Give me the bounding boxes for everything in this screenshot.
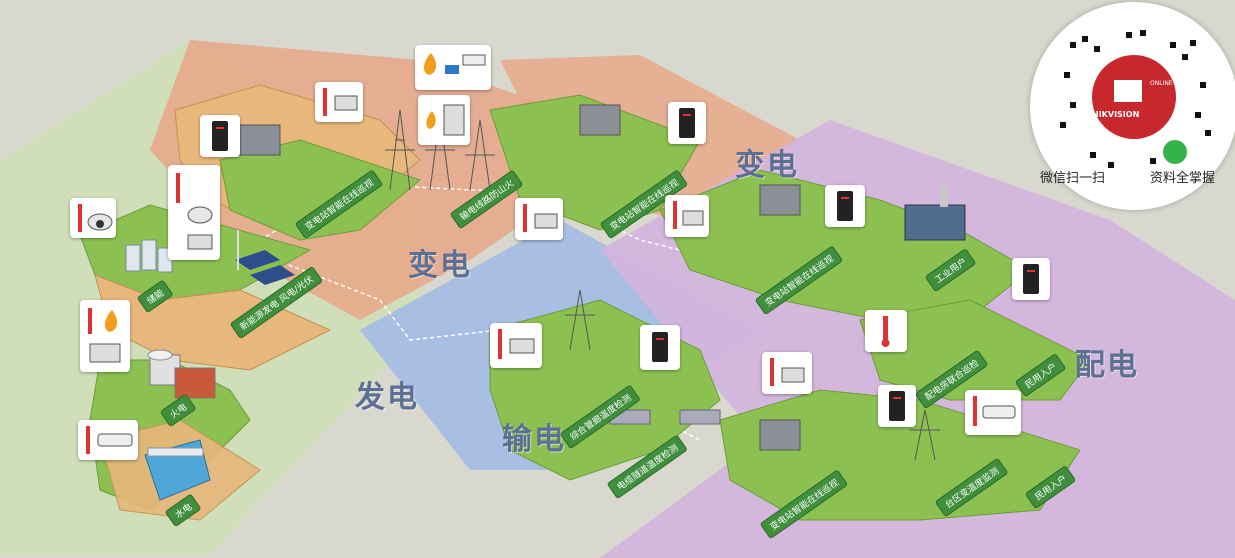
- camera-card-bottom: [762, 352, 812, 394]
- bullet-camera-icon-2: [973, 396, 1016, 426]
- thermal-dome-card: [168, 165, 220, 260]
- nvr-card-dist: [1012, 258, 1050, 300]
- camera-dome-card: [70, 198, 116, 238]
- thermal-camera-icon-2: [523, 204, 558, 232]
- thermal-camera-icon-5: [770, 358, 805, 386]
- thermometer-icon: [881, 316, 890, 347]
- bullet-camera-card-dist: [965, 390, 1021, 435]
- solar-panels: [235, 230, 295, 285]
- fire-vehicle-icon: [423, 53, 486, 75]
- zone-label-generation: 发电: [355, 380, 419, 415]
- camera-card-sub-left: [315, 82, 363, 122]
- nvr-card-sub-left: [200, 115, 240, 157]
- zone-label-transmission: 输电: [502, 422, 566, 457]
- qr-caption-left: 微信扫一扫: [1040, 171, 1106, 186]
- thermal-camera-icon-4: [498, 329, 535, 359]
- dual-ptz-card: [418, 95, 470, 145]
- qr-caption-right: 资料全掌握: [1150, 171, 1216, 186]
- transmission-towers: [385, 109, 940, 461]
- zone-label-substation-right: 变电: [735, 148, 799, 183]
- thermal-plant: [147, 349, 216, 399]
- recorder-icon-4: [652, 332, 668, 362]
- nvr-card-dist-2: [878, 385, 916, 427]
- qr-badge[interactable]: HIKVISION ONLINE 微信扫一扫 资料全掌握: [1030, 2, 1235, 210]
- zone-label-distribution: 配电: [1075, 348, 1139, 383]
- ptz-fire-card: [80, 300, 130, 372]
- thermal-camera-icon: [323, 88, 358, 116]
- brand-logo-text: HIKVISION: [1092, 110, 1140, 119]
- recorder-icon: [212, 121, 228, 151]
- thermal-dome-icon: [176, 173, 213, 250]
- substation-buildings: [239, 104, 801, 451]
- storage-tanks: [125, 239, 173, 273]
- factory: [904, 185, 966, 241]
- nvr-card-trans: [640, 325, 680, 370]
- thermal-camera-icon-3: [673, 201, 704, 229]
- recorder-icon-5: [1023, 264, 1039, 294]
- nvr-card-right: [825, 185, 865, 227]
- zone-label-substation-left: 变电: [408, 248, 472, 283]
- recorder-icon-3: [837, 191, 853, 221]
- brand-sub-text: ONLINE: [1150, 80, 1173, 87]
- fire-vehicle-card: [415, 45, 491, 90]
- fire-icon: [88, 308, 121, 363]
- sensor-card-dist: [865, 310, 907, 352]
- ptz-camera-icon: [426, 104, 465, 136]
- camera-card-mid: [515, 198, 563, 240]
- camera-card-right: [665, 195, 709, 237]
- dome-camera-icon: [78, 204, 113, 232]
- nvr-card-mid: [668, 102, 706, 144]
- qr-code-icon: [1060, 30, 1211, 168]
- recorder-icon-2: [679, 108, 695, 138]
- recorder-icon-6: [889, 391, 905, 421]
- bullet-camera-icon: [86, 426, 133, 454]
- hydro-dam: [144, 439, 211, 501]
- camera-card-trans: [490, 323, 542, 368]
- bullet-camera-card: [78, 420, 138, 460]
